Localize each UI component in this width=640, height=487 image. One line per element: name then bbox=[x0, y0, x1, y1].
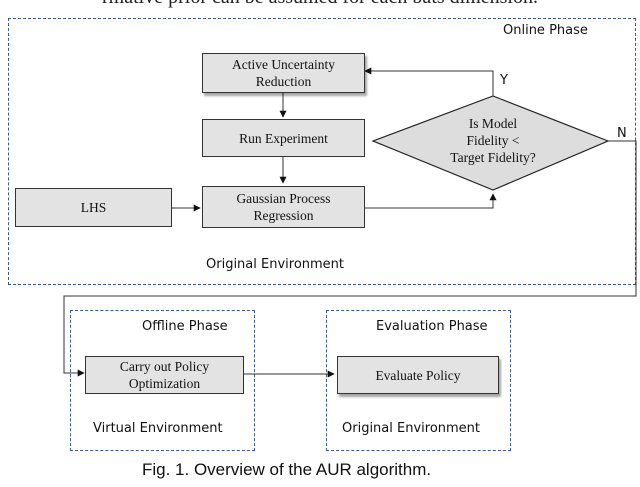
edge-decision-yes bbox=[364, 67, 494, 96]
online-environment-label: Original Environment bbox=[206, 257, 345, 272]
evaluation-phase-panel bbox=[326, 310, 511, 451]
yes-label: Y bbox=[500, 73, 508, 88]
offline-environment-label: Virtual Environment bbox=[93, 421, 223, 436]
lhs-box: LHS bbox=[15, 188, 172, 227]
evaluation-phase-title: Evaluation Phase bbox=[376, 319, 488, 334]
decision-diamond bbox=[371, 95, 610, 191]
figure-caption: Fig. 1. Overview of the AUR algorithm. bbox=[142, 460, 432, 479]
edge-gpr-to-decision bbox=[365, 193, 497, 209]
run-experiment-box: Run Experiment bbox=[202, 119, 365, 157]
policy-optimization-box: Carry out Policy Optimization bbox=[85, 356, 244, 394]
online-phase-title: Online Phase bbox=[503, 23, 588, 38]
decision-label: Is Model Fidelity < Target Fidelity? bbox=[450, 116, 536, 165]
offline-phase-panel bbox=[70, 310, 255, 451]
gaussian-process-regression-box: Gaussian Process Regression bbox=[202, 186, 365, 228]
no-label: N bbox=[617, 126, 627, 141]
edge-decision-no bbox=[63, 140, 637, 377]
evaluation-environment-label: Original Environment bbox=[342, 421, 481, 436]
evaluate-policy-box: Evaluate Policy bbox=[337, 356, 499, 394]
offline-phase-title: Offline Phase bbox=[142, 319, 228, 334]
active-uncertainty-reduction-box: Active Uncertainty Reduction bbox=[202, 53, 365, 93]
clipped-text-line: rmative prior can be assumed for each ba… bbox=[0, 0, 640, 9]
